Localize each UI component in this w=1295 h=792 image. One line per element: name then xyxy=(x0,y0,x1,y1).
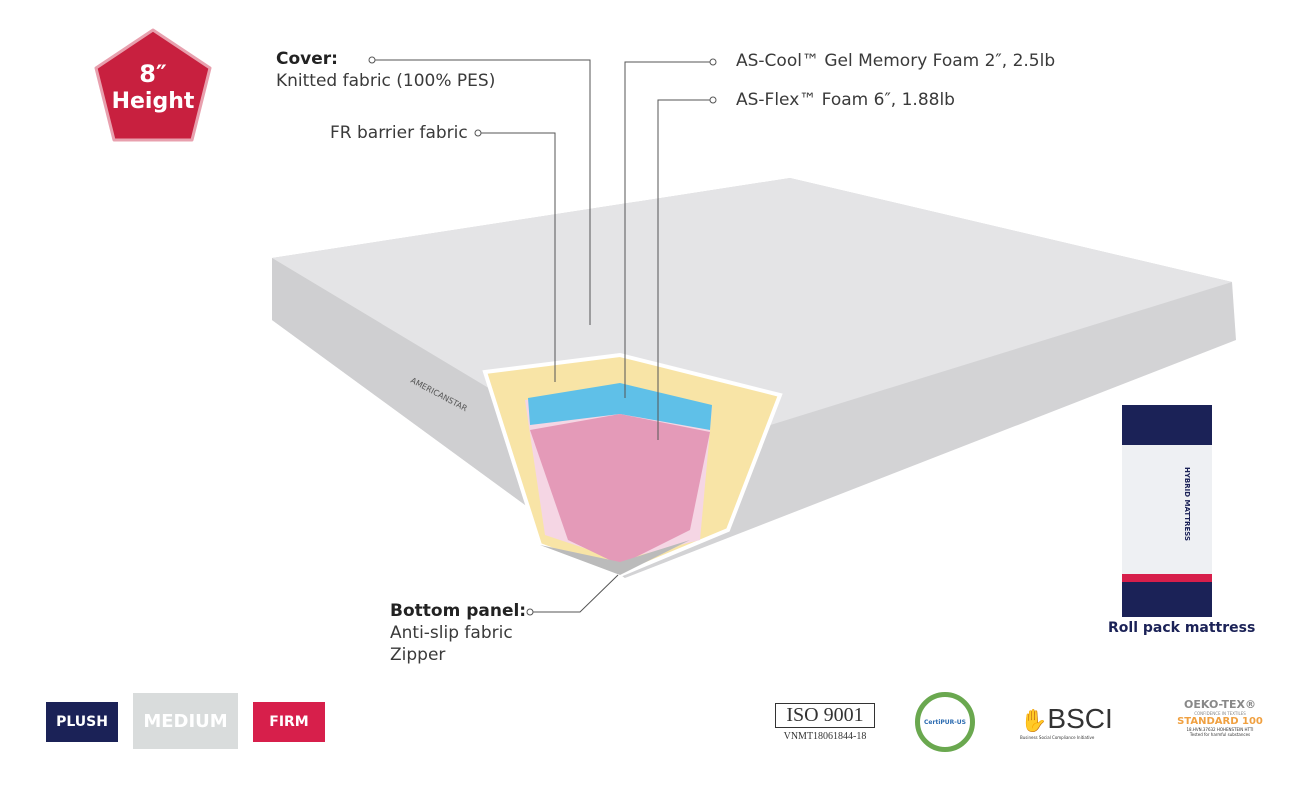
firmness-firm: FIRM xyxy=(253,702,325,742)
badge-shape xyxy=(94,28,212,142)
box-label: Roll pack mattress xyxy=(1108,620,1256,636)
bsci-logo: ✋BSCI Business Social Compliance Initiat… xyxy=(1020,703,1113,740)
height-value: 8″ xyxy=(139,60,167,88)
certipur-logo: CertiPUR-US xyxy=(915,692,975,752)
height-label: Height xyxy=(111,89,195,114)
height-badge: 8″ Height xyxy=(92,60,214,116)
certipur-text: CertiPUR-US xyxy=(924,718,966,726)
iso-title: ISO 9001 xyxy=(775,703,875,728)
callout-fr: FR barrier fabric xyxy=(330,123,468,143)
callout-gel: AS-Cool™ Gel Memory Foam 2″, 2.5lb xyxy=(736,51,1056,71)
bsci-sub: Business Social Compliance Initiative xyxy=(1020,735,1095,740)
iso-logo: ISO 9001 VNMT18061844-18 xyxy=(775,703,875,742)
hand-globe-icon: ✋ xyxy=(1020,709,1048,734)
oeko-note: Tested for harmful substances xyxy=(1189,732,1251,737)
oeko-code: 18.HVN.37632 HOHENSTEIN HTTI xyxy=(1186,727,1254,732)
bsci-title: BSCI xyxy=(1047,703,1113,734)
bottom-line2: Zipper xyxy=(390,645,446,665)
bottom-line1: Anti-slip fabric xyxy=(390,623,513,643)
oeko-title: OEKO-TEX® xyxy=(1184,698,1256,711)
cover-desc: Knitted fabric (100% PES) xyxy=(276,71,496,91)
iso-code: VNMT18061844-18 xyxy=(783,731,867,742)
oeko-logo: OEKO-TEX® CONFIDENCE IN TEXTILES STANDAR… xyxy=(1175,698,1265,737)
oeko-sub: CONFIDENCE IN TEXTILES xyxy=(1194,711,1246,716)
callout-flex: AS-Flex™ Foam 6″, 1.88lb xyxy=(736,90,955,110)
box-text: HYBRID MATTRESS xyxy=(1183,467,1191,541)
firmness-medium: MEDIUM xyxy=(133,693,238,749)
callout-cover: Cover:Knitted fabric (100% PES) xyxy=(276,48,495,92)
bottom-title: Bottom panel: xyxy=(390,601,527,621)
cover-title: Cover: xyxy=(276,49,338,69)
firmness-plush: PLUSH xyxy=(46,702,118,742)
oeko-standard: STANDARD 100 xyxy=(1177,716,1263,727)
